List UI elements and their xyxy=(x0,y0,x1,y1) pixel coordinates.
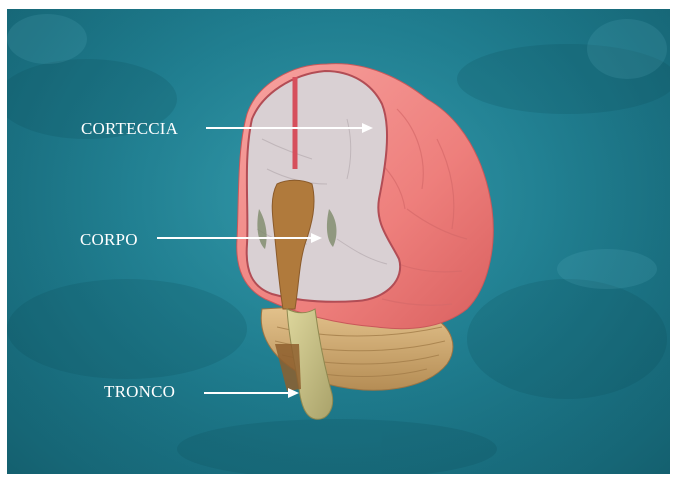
label-corpo: CORPO xyxy=(80,230,138,250)
illustration-panel: CORTECCIA CORPO TRONCO xyxy=(7,9,670,474)
label-tronco: TRONCO xyxy=(104,382,175,402)
label-corteccia: CORTECCIA xyxy=(81,119,178,139)
coronal-section xyxy=(247,71,400,309)
